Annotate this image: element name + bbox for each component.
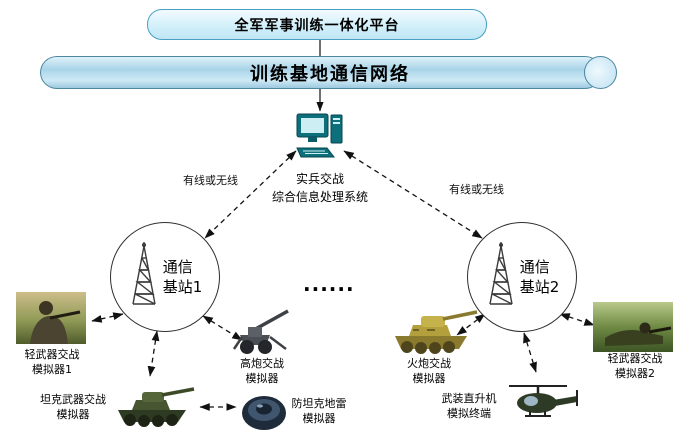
network-pipe-label: 训练基地通信网络 (250, 64, 410, 85)
simulator-label-tank-weapon: 坦克武器交战 模拟器 (40, 393, 106, 421)
network-pipe (40, 56, 602, 89)
integrated-platform-node: 全军军事训练一体化平台 (147, 9, 487, 40)
computer-icon (294, 112, 346, 162)
radio-tower-icon (128, 242, 160, 312)
integrated-platform-label: 全军军事训练一体化平台 (234, 17, 400, 34)
base-station-1-node: 通信 基站1 (110, 222, 220, 332)
artillery-image (383, 306, 478, 360)
aa-gun-image (230, 305, 294, 359)
radio-tower-icon (485, 242, 517, 312)
helicopter-image (503, 376, 581, 434)
link-label-left: 有线或无线 (183, 174, 238, 187)
simulator-label-light-weapon-1: 轻武器交战 模拟器1 (24, 348, 80, 376)
base-station-2-node: 通信 基站2 (467, 222, 577, 332)
soldier-image-1 (16, 292, 86, 348)
simulator-label-anti-tank-mine: 防坦克地雷 模拟器 (291, 397, 347, 425)
mine-image (240, 391, 288, 437)
base-station-1-label: 通信 基站1 (162, 257, 203, 296)
simulator-label-artillery: 火炮交战 模拟器 (407, 357, 451, 385)
simulator-label-helicopter: 武装直升机 模拟终端 (441, 392, 497, 420)
network-pipe-cap (584, 56, 617, 89)
simulator-label-aa-gun: 高炮交战 模拟器 (240, 357, 284, 385)
base-station-2-label: 通信 基站2 (519, 257, 560, 296)
tank-image (108, 380, 196, 434)
simulator-label-light-weapon-2: 轻武器交战 模拟器2 (607, 352, 663, 380)
soldier-image-2 (593, 302, 673, 356)
processing-system-label: 实兵交战 综合信息处理系统 (271, 172, 368, 204)
link-label-right: 有线或无线 (449, 183, 504, 196)
more-stations-ellipsis: ...... (303, 272, 355, 296)
